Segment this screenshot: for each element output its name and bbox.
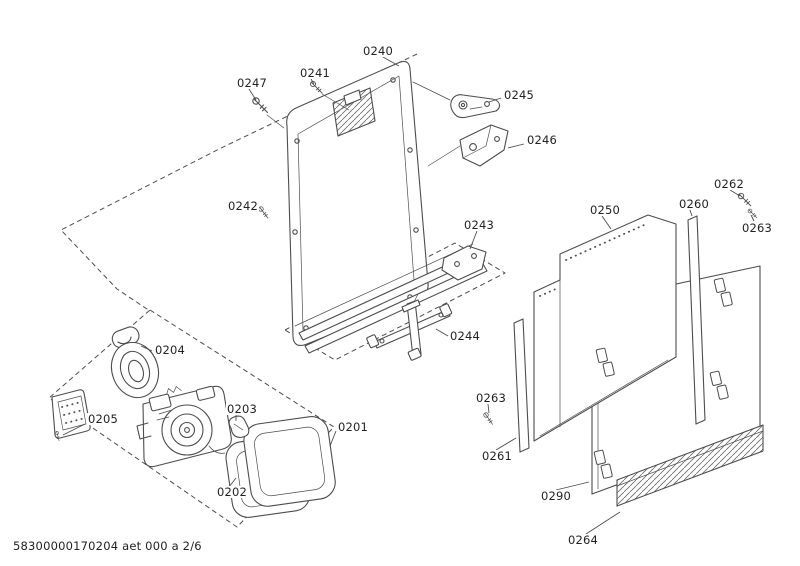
part-0244-support-bracket [366,293,453,361]
part-0243-rails-and-bracket [294,243,488,354]
part-label-0241: 0241 [299,66,332,80]
part-0250-inner-door-panel [533,214,677,442]
part-0245-hinge-bracket [412,81,501,119]
part-label-0290: 0290 [540,489,573,503]
part-label-0250: 0250 [589,203,622,217]
part-label-0201: 0201 [337,420,370,434]
part-label-0264: 0264 [567,533,600,547]
group-boundary-lines [48,53,506,528]
part-label-0261: 0261 [481,449,514,463]
part-0201-outer-frame [243,416,336,507]
document-number: 58300000170204 aet 000 a 2/6 [13,539,202,553]
screw-0242-icon [257,206,270,219]
part-label-0247: 0247 [236,76,269,90]
part-0246-hinge-lever [427,124,509,167]
screw-0263-center-icon [482,412,495,425]
door-lock-assembly [136,385,232,468]
part-label-0204: 0204 [154,343,187,357]
screw-0241-icon [310,81,350,111]
part-0260-strip [687,215,706,425]
part-label-0245: 0245 [503,88,536,102]
screw-0263-top-icon [747,208,758,219]
part-label-0205: 0205 [87,412,120,426]
part-0203-clip [228,415,250,438]
part-label-0243: 0243 [463,218,496,232]
part-label-0240: 0240 [362,44,395,58]
part-label-0262: 0262 [713,177,746,191]
part-0205-module [51,389,91,442]
part-label-0246: 0246 [526,133,559,147]
part-label-0202: 0202 [216,485,249,499]
part-0204-vent [110,326,160,399]
part-label-0242: 0242 [227,199,260,213]
part-label-0263-top-right: 0263 [741,221,774,235]
part-label-0263-center: 0263 [475,391,508,405]
screw-0262-icon [737,192,752,207]
part-label-0244: 0244 [449,329,482,343]
part-label-0203: 0203 [226,402,259,416]
part-0261-strip [513,318,530,453]
screw-0247-icon [252,97,285,129]
leader-lines [62,56,755,535]
part-label-0260: 0260 [678,197,711,211]
part-0264-base-panel [616,424,764,507]
